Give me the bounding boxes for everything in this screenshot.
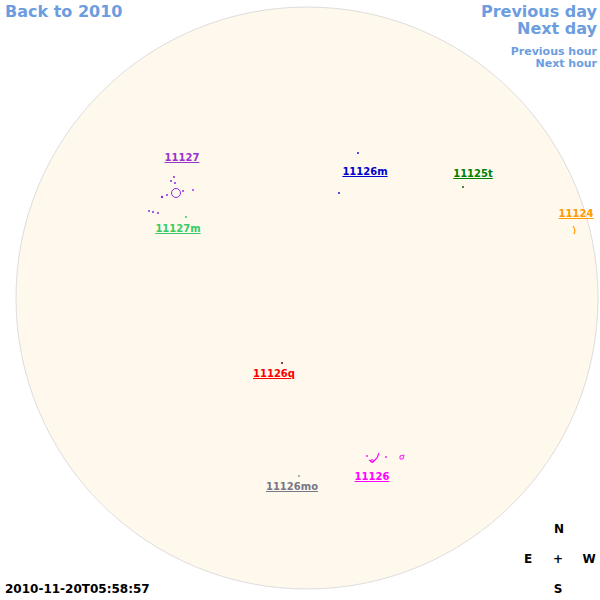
region-11125t-spot	[462, 186, 464, 188]
region-label: 11127m	[155, 224, 200, 234]
region-label: 11124	[559, 209, 594, 219]
compass-label: N	[554, 523, 564, 535]
compass-label: S	[554, 583, 563, 595]
compass-label: E	[524, 553, 532, 565]
nav-link: Next day	[517, 21, 597, 37]
nav-link: Back to 2010	[5, 4, 122, 20]
region-label: 11127	[165, 153, 200, 163]
region-label: 11125t	[453, 169, 493, 179]
region-label: 11126m	[342, 167, 387, 177]
region-11126q-spot	[281, 362, 283, 364]
region-11127-spots	[148, 176, 194, 214]
region-label: 11126q	[253, 369, 295, 379]
compass-label: W	[582, 553, 595, 565]
region-11126-spots	[366, 453, 404, 463]
region-label: 11126	[355, 472, 390, 482]
nav-link: Previous day	[481, 4, 597, 20]
nav-link: Previous hour	[511, 46, 597, 57]
timestamp: 2010-11-20T05:58:57	[5, 583, 150, 595]
compass-label: +	[553, 553, 563, 565]
region-11126mo-spot	[298, 475, 300, 477]
region-11124-spot	[573, 226, 575, 234]
region-label: 11126mo	[266, 482, 318, 492]
nav-link: Next hour	[536, 58, 598, 69]
region-11127m-spot	[185, 216, 187, 218]
sun-disk	[16, 7, 598, 589]
